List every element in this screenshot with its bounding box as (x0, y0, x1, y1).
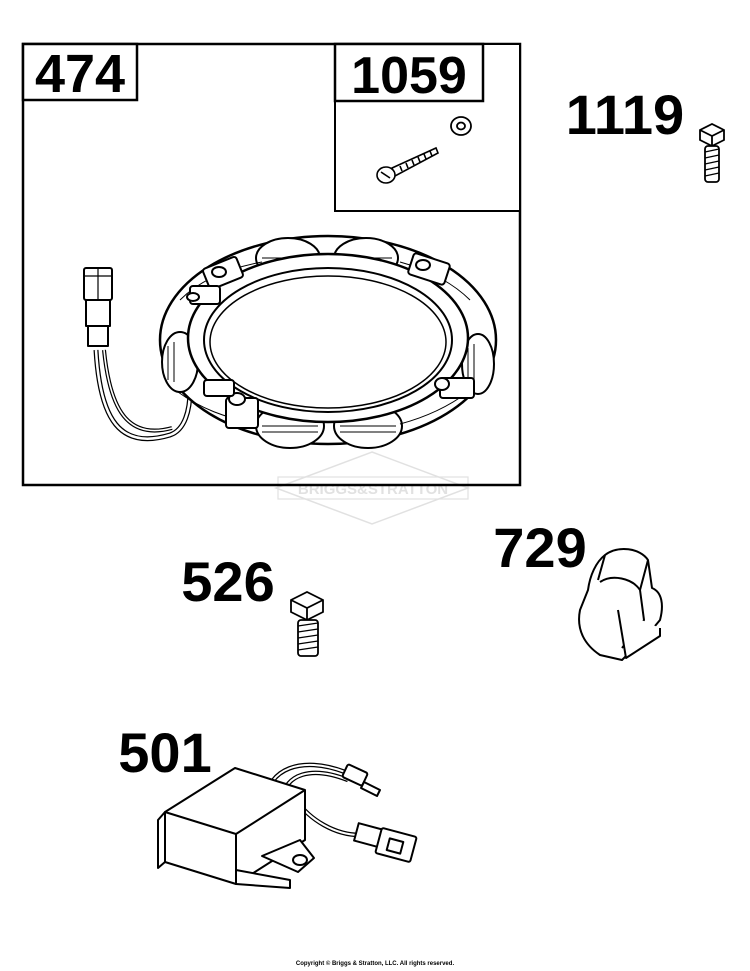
part-number-1119: 1119 (566, 83, 684, 146)
bolt-526-icon (290, 590, 324, 657)
copyright-notice: Copyright © Briggs & Stratton, LLC. All … (295, 961, 455, 967)
part-number-526: 526 (181, 550, 274, 613)
screw-1059-icon (376, 146, 440, 184)
label-box-1059 (333, 42, 485, 103)
part-number-474: 474 (35, 44, 125, 104)
brand-watermark: BRIGGS&STRATTON (273, 451, 471, 525)
watermark-text: BRIGGS&STRATTON (298, 481, 448, 498)
part-number-729: 729 (493, 516, 586, 579)
clip-729-icon (578, 548, 663, 661)
part-number-1059: 1059 (351, 47, 467, 105)
stator-474-icon (83, 234, 498, 449)
washer-1059-icon (450, 116, 472, 136)
bolt-1119-icon (699, 122, 725, 183)
kit-frame-474 (21, 42, 522, 487)
part-number-501: 501 (118, 721, 211, 784)
label-box-474 (21, 42, 139, 102)
regulator-501-icon (157, 762, 418, 889)
